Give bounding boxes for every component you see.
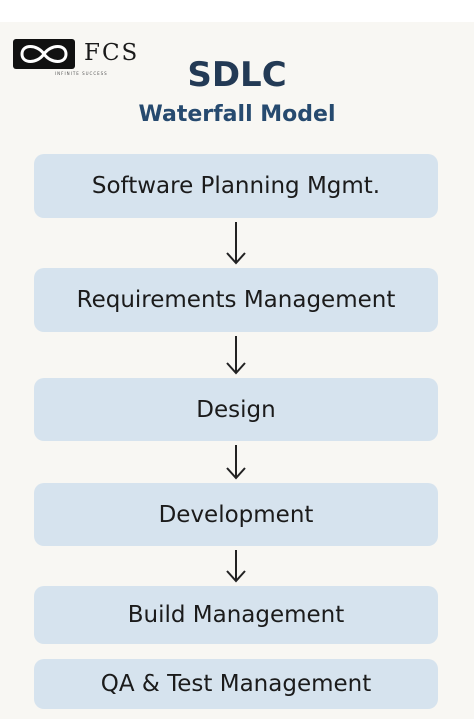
arrow-down-icon bbox=[226, 445, 246, 480]
arrow-down-icon bbox=[226, 336, 246, 375]
logo-tagline: INFINITE SUCCESS bbox=[55, 71, 108, 76]
logo-text: FCS bbox=[84, 40, 140, 66]
diagram-subtitle: Waterfall Model bbox=[138, 102, 336, 127]
fcs-logo: FCS INFINITE SUCCESS bbox=[13, 39, 143, 79]
arrow-down-icon bbox=[226, 222, 246, 265]
step-requirements-management: Requirements Management bbox=[34, 268, 438, 332]
step-development: Development bbox=[34, 483, 438, 546]
arrow-down-icon bbox=[226, 550, 246, 583]
infinity-icon bbox=[13, 39, 75, 69]
step-design: Design bbox=[34, 378, 438, 441]
step-software-planning: Software Planning Mgmt. bbox=[34, 154, 438, 218]
step-qa-test-management: QA & Test Management bbox=[34, 659, 438, 709]
step-build-management: Build Management bbox=[34, 586, 438, 644]
diagram-title: SDLC bbox=[187, 55, 287, 95]
